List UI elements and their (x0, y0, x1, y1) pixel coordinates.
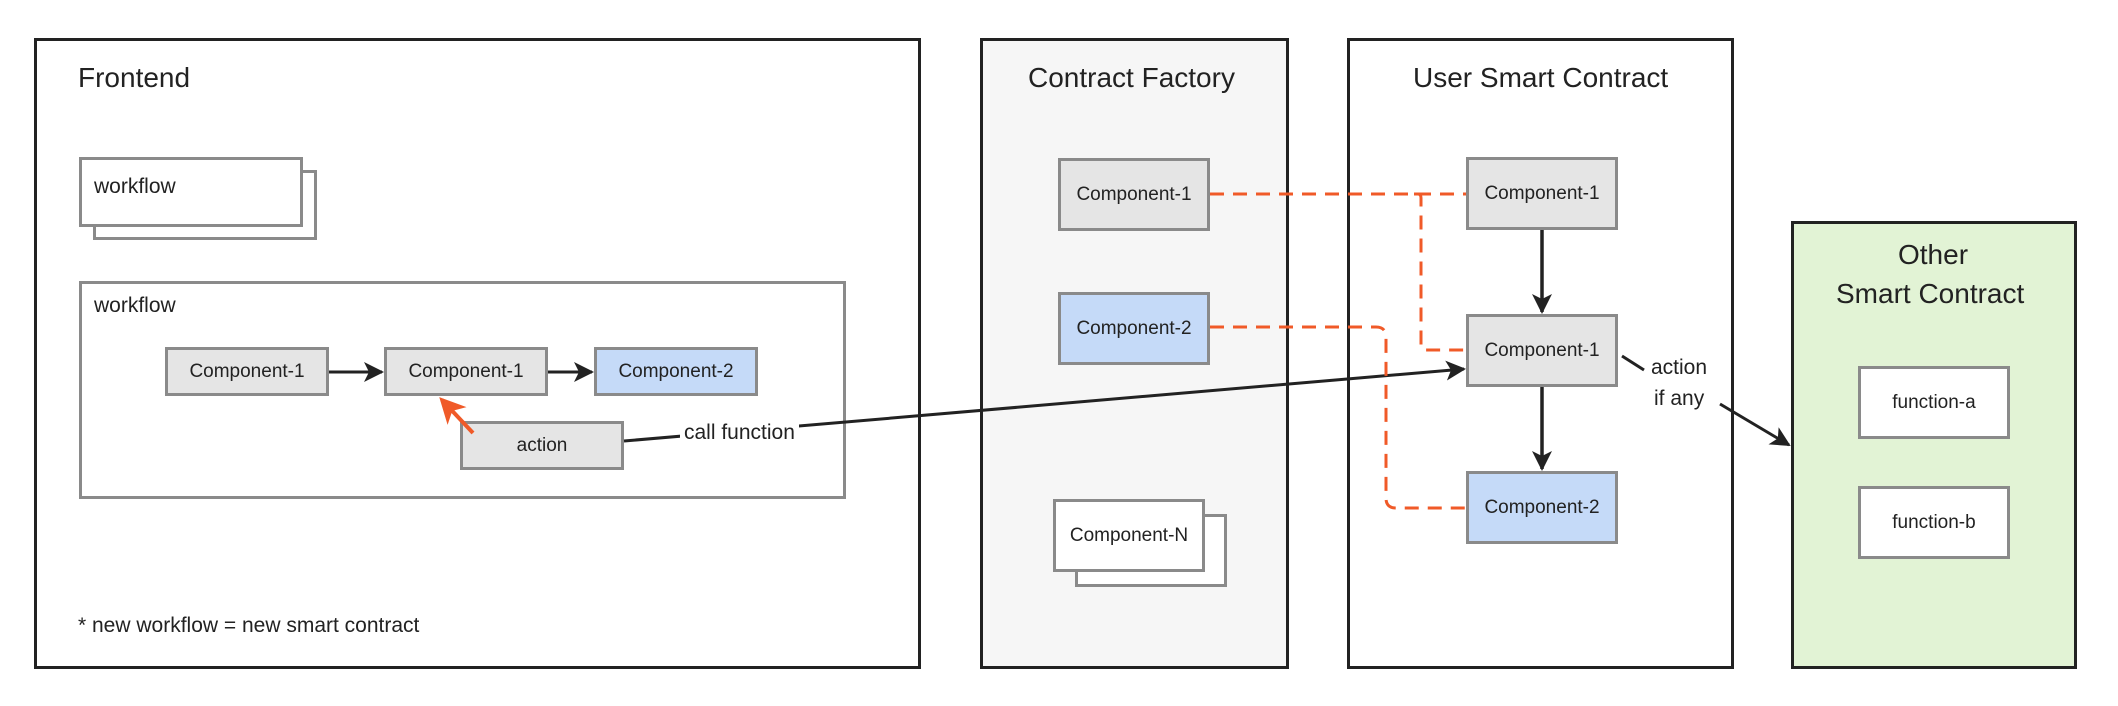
frontend-component-1-first[interactable]: Component-1 (165, 347, 329, 396)
dashed-link-component-2 (1210, 325, 1466, 510)
user-smart-contract-title: User Smart Contract (1413, 62, 1669, 93)
action-if-any-line-1: action (1651, 356, 1708, 380)
arrow-action-if-any (1719, 402, 1791, 447)
factory-component-n[interactable]: Component-N (1053, 499, 1205, 572)
new-workflow-footnote: * new workflow = new smart contract (78, 614, 420, 637)
frontend-action[interactable]: action (460, 421, 624, 470)
arrow-action-start (1621, 354, 1645, 372)
user-component-1-top[interactable]: Component-1 (1466, 157, 1618, 230)
function-b[interactable]: function-b (1858, 486, 2010, 559)
other-smart-contract-title-line-2: Smart Contract (1836, 278, 2025, 309)
call-function-label: call function (680, 421, 799, 445)
frontend-component-1-second[interactable]: Component-1 (384, 347, 548, 396)
factory-component-1[interactable]: Component-1 (1058, 158, 1210, 231)
workflow-label: workflow (94, 294, 176, 317)
factory-component-2[interactable]: Component-2 (1058, 292, 1210, 365)
frontend-title: Frontend (78, 62, 191, 93)
user-component-2[interactable]: Component-2 (1466, 471, 1618, 544)
contract-factory-title: Contract Factory (1028, 62, 1235, 93)
user-smart-contract-panel (1347, 38, 1734, 669)
other-smart-contract-title-line-1: Other (1898, 239, 1969, 270)
action-if-any-line-2: if any (1654, 387, 1705, 411)
workflow-stack-label: workflow (94, 175, 176, 198)
other-smart-contract-panel (1791, 221, 2077, 669)
frontend-panel (34, 38, 921, 669)
function-a[interactable]: function-a (1858, 366, 2010, 439)
workflow-stack-front-card[interactable]: workflow (79, 157, 303, 227)
user-component-1-middle[interactable]: Component-1 (1466, 314, 1618, 387)
frontend-component-2[interactable]: Component-2 (594, 347, 758, 396)
dashed-link-component-1 (1210, 192, 1466, 352)
arrow-action-back-to-component (439, 397, 475, 435)
